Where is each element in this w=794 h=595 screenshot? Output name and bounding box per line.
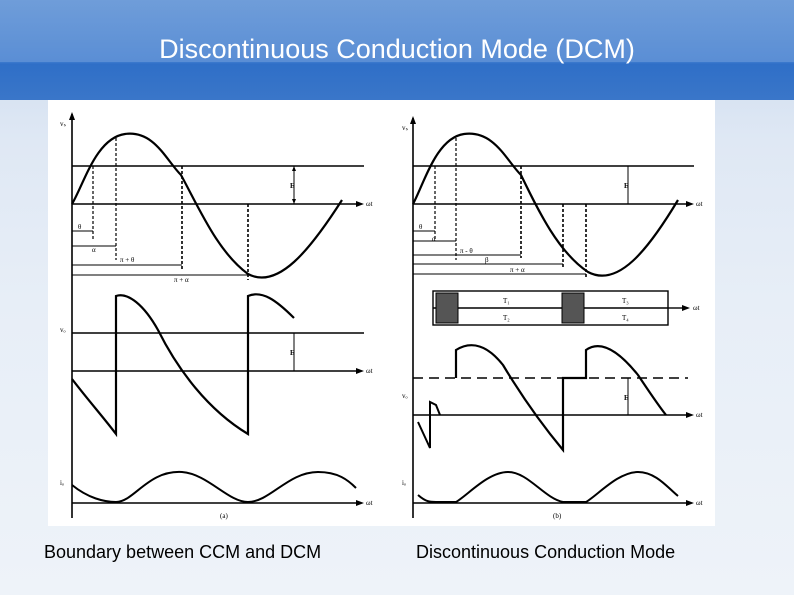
- panel-a-label-pi-alpha: π + α: [174, 276, 189, 284]
- title-band: [0, 0, 794, 62]
- panel-a-label-pi-theta: π + θ: [120, 256, 135, 264]
- panel-b-label-T1: T₁: [503, 297, 510, 305]
- panel-a-vo-wave: [71, 293, 295, 438]
- panel-a-sublabel: (a): [220, 512, 228, 520]
- waveform-figure: vₛ vₒ iₒ ωt ωt ωt E E θ α π + θ π + α (a…: [48, 100, 715, 526]
- panel-b-label-pi-alpha: π + α: [510, 266, 525, 274]
- caption-dcm: Discontinuous Conduction Mode: [416, 542, 676, 562]
- panel-a-E-marker-top: [292, 166, 296, 171]
- panel-b-omega-3: ωt: [696, 411, 703, 419]
- panel-b-omega-4: ωt: [696, 499, 703, 507]
- panel-b-io-wave: [417, 470, 679, 503]
- panel-b-omega-2: ωt: [693, 304, 700, 312]
- panel-a-vo-arrow: [356, 368, 364, 374]
- panel-b-label-theta: θ: [419, 223, 423, 231]
- panel-a-label-vs: vₛ: [60, 120, 67, 128]
- panel-a-omega-1: ωt: [366, 200, 373, 208]
- slide-title: Discontinuous Conduction Mode (DCM): [159, 34, 635, 64]
- panel-a: [69, 112, 364, 518]
- panel-b-label-beta: β: [485, 256, 489, 264]
- waveform-svg: vₛ vₒ iₒ ωt ωt ωt E E θ α π + θ π + α (a…: [60, 112, 703, 520]
- panel-a-io-arrow: [356, 500, 364, 506]
- panel-b-label-E-2: E: [624, 394, 629, 402]
- panel-b-label-T3: T₃: [622, 297, 629, 305]
- panel-b-hatch-1: [435, 292, 459, 324]
- panel-a-omega-3: ωt: [366, 499, 373, 507]
- panel-a-y-arrow: [69, 112, 75, 120]
- panel-b: [410, 116, 694, 518]
- panel-b-label-vo: vₒ: [402, 392, 408, 400]
- panel-b-y-arrow: [410, 116, 416, 124]
- panel-a-label-vo: vₒ: [60, 326, 66, 334]
- panel-b-vo-wave: [454, 344, 667, 454]
- panel-b-hatch-2: [561, 292, 585, 324]
- panel-a-omega-2: ωt: [366, 367, 373, 375]
- panel-a-io-wave: [71, 470, 357, 504]
- caption-ccm-dcm-boundary: Boundary between CCM and DCM: [44, 542, 322, 562]
- panel-b-io-arrow: [686, 500, 694, 506]
- panel-a-E-marker-bottom: [292, 199, 296, 204]
- panel-a-label-alpha: α: [92, 246, 96, 254]
- panel-b-vs-arrow: [686, 201, 694, 207]
- panel-a-label-E-2: E: [290, 349, 295, 357]
- title-bar: Discontinuous Conduction Mode (DCM): [0, 0, 794, 100]
- panel-b-label-T2: T₂: [503, 314, 510, 322]
- panel-a-label-E: E: [290, 182, 295, 190]
- panel-a-vs-wave: [71, 132, 343, 279]
- panel-b-vs-wave: [412, 132, 679, 277]
- panel-b-conduction-arrow: [682, 305, 690, 311]
- panel-b-omega-1: ωt: [696, 200, 703, 208]
- panel-a-label-theta: θ: [78, 223, 82, 231]
- panel-b-label-pi-theta: π - θ: [460, 247, 473, 255]
- panel-b-vo-arrow: [686, 412, 694, 418]
- panel-b-label-E: E: [624, 182, 629, 190]
- panel-b-vo-start: [417, 400, 441, 449]
- panel-b-sublabel: (b): [553, 512, 562, 520]
- panel-b-label-io: iₒ: [402, 479, 406, 487]
- panel-a-vs-arrow: [356, 201, 364, 207]
- panel-b-label-alpha: α: [432, 235, 436, 243]
- panel-b-label-T4: T₄: [622, 314, 629, 322]
- panel-a-label-io: iₒ: [60, 479, 64, 487]
- panel-b-label-vs: vₛ: [402, 124, 409, 132]
